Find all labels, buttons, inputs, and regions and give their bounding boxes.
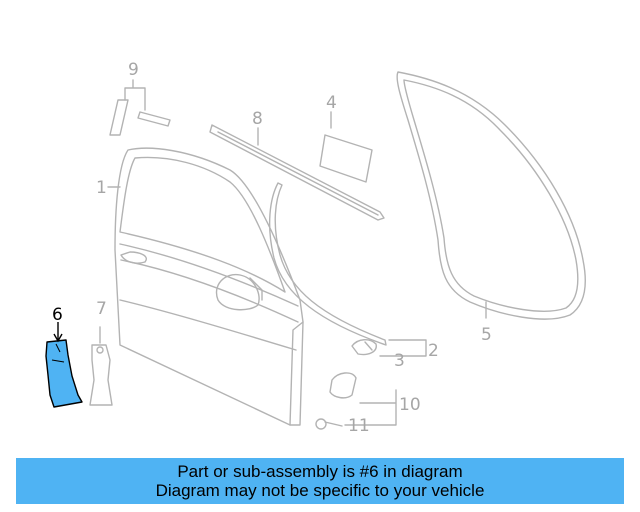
callout-10: 10	[399, 395, 421, 415]
bracket-7-part	[89, 344, 113, 406]
callout-2: 2	[428, 341, 439, 361]
callout-3: 3	[394, 351, 405, 371]
cap-part	[329, 372, 357, 399]
door-seal-part	[269, 182, 387, 346]
callout-6: 6	[52, 305, 63, 325]
pad-part	[319, 134, 373, 183]
info-banner: Part or sub-assembly is #6 in diagram Di…	[16, 458, 624, 504]
leader-lines	[99, 79, 487, 426]
side-mirror	[215, 273, 263, 311]
callout-11: 11	[348, 416, 370, 436]
banner-line-1: Part or sub-assembly is #6 in diagram	[177, 462, 463, 481]
bracket-part	[109, 99, 171, 136]
callout-8: 8	[252, 109, 263, 129]
callout-5: 5	[481, 325, 492, 345]
weatherstrip-part	[396, 71, 586, 320]
screw-part	[315, 418, 343, 430]
callout-1: 1	[96, 178, 107, 198]
callout-7: 7	[96, 299, 107, 319]
highlighted-part-6	[45, 322, 83, 408]
banner-line-2: Diagram may not be specific to your vehi…	[155, 481, 485, 500]
belt-moulding-part	[209, 124, 385, 221]
callout-9: 9	[128, 60, 139, 80]
front-door-part	[114, 147, 304, 426]
clip-part	[351, 339, 377, 356]
callout-4: 4	[326, 93, 337, 113]
